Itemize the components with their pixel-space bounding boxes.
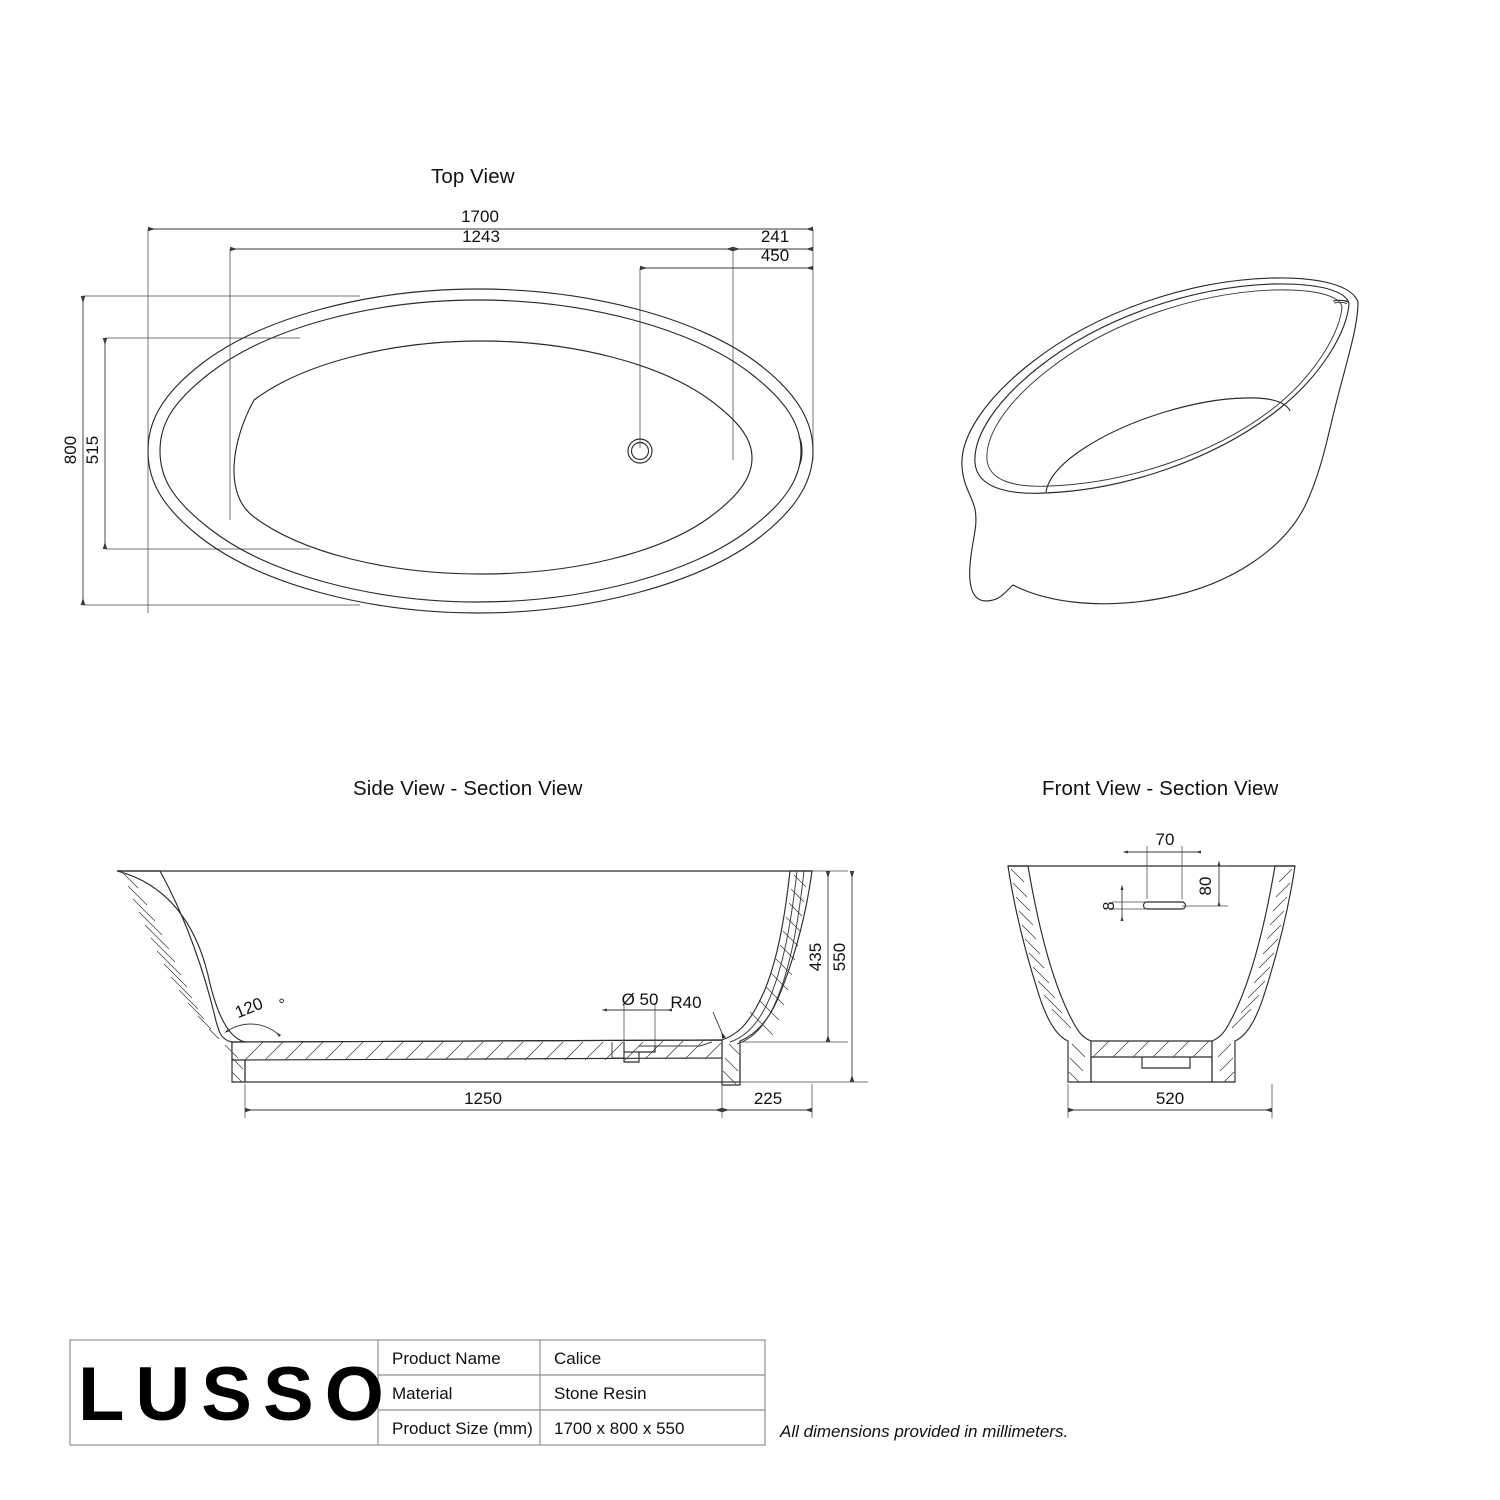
iso-rim-opening [974, 283, 1350, 494]
side-r40-leader: R40 [670, 993, 726, 1039]
front-section-group: Front View - Section View [1007, 777, 1296, 1118]
dim-label-515: 515 [83, 436, 102, 464]
front-right-wall [1211, 865, 1296, 1083]
dim-top-inner-length: 1243 [229, 227, 734, 252]
dim-front-overflow-height: 8 [1101, 884, 1147, 922]
dim-label-450: 450 [761, 246, 789, 265]
top-view-rim-inner-edge [159, 299, 802, 603]
title-block-label-material: Material [392, 1384, 452, 1403]
dim-label-225: 225 [754, 1089, 782, 1108]
side-right-wall-hatch [722, 874, 807, 1085]
iso-overflow-slot-inner [1333, 301, 1348, 305]
front-plinth [1090, 1057, 1213, 1083]
side-right-skin-line-2 [736, 870, 805, 1045]
iso-overflow-slot [1332, 299, 1349, 303]
top-view-group: Top View 1700 1243 241 [61, 165, 814, 614]
side-plinth [244, 1058, 741, 1083]
dim-top-tail-offset: 241 [732, 227, 814, 252]
dim-label-degree-symbol: ° [277, 996, 289, 1014]
dim-label-550: 550 [830, 943, 849, 971]
title-block-label-product-size: Product Size (mm) [392, 1419, 533, 1438]
title-block: LUSSO Product Name Calice Material Stone… [69, 1339, 766, 1446]
top-view-extension-lines [83, 229, 814, 613]
side-floor-slab [231, 1039, 723, 1061]
top-view-overflow-slot [798, 436, 803, 467]
front-floor-slab [1090, 1040, 1213, 1058]
front-plinth-notch [1141, 1057, 1191, 1069]
front-left-wall [1007, 865, 1092, 1083]
dim-side-rim-angle: 120 ° [224, 994, 289, 1038]
dim-top-overall-width: 800 [61, 295, 86, 606]
title-block-value-product-name: Calice [554, 1349, 601, 1368]
top-view-outer-rim [147, 288, 814, 614]
dim-label-1243: 1243 [462, 227, 500, 246]
front-right-wall-hatch [1217, 868, 1293, 1083]
dim-label-r40: R40 [670, 993, 701, 1012]
side-right-skin-line-1 [729, 870, 798, 1043]
dim-label-8: 8 [1101, 901, 1118, 910]
dim-side-drain-diameter: Ø 50 [601, 990, 673, 1046]
dim-top-overall-length: 1700 [147, 207, 814, 232]
top-view-title: Top View [431, 165, 515, 188]
iso-body-outline [961, 277, 1359, 605]
side-section-group: Side View - Section View [116, 777, 868, 1118]
dim-front-base-width: 520 [1067, 1084, 1273, 1118]
dim-side-floor-length: 1250 225 [244, 1084, 813, 1118]
front-section-title: Front View - Section View [1042, 777, 1279, 800]
dim-label-1700: 1700 [461, 207, 499, 226]
dim-label-241: 241 [761, 227, 789, 246]
side-right-wall [721, 870, 813, 1086]
iso-interior-basin [1045, 397, 1291, 493]
front-floor-hatch [1092, 1040, 1210, 1058]
dim-label-435: 435 [806, 943, 825, 971]
dim-label-520: 520 [1156, 1089, 1184, 1108]
title-block-value-material: Stone Resin [554, 1384, 647, 1403]
dim-side-inner-height: 435 [740, 870, 848, 1043]
dim-label-800: 800 [61, 436, 80, 464]
side-left-wall-hatch [122, 872, 244, 1083]
units-note: All dimensions provided in millimeters. [779, 1422, 1068, 1441]
side-basin-floor-line [231, 1039, 723, 1043]
dim-side-overall-height: 550 [740, 870, 868, 1083]
side-floor-hatch [244, 1040, 722, 1061]
front-left-wall-hatch [1010, 868, 1086, 1083]
dim-label-1250: 1250 [464, 1089, 502, 1108]
side-drain-boss [611, 1041, 713, 1063]
title-block-frame [69, 1339, 766, 1446]
front-overflow-slot [1142, 901, 1187, 910]
dim-front-overflow-width: 70 [1122, 830, 1202, 899]
title-block-label-product-name: Product Name [392, 1349, 501, 1368]
side-section-title: Side View - Section View [353, 777, 583, 800]
title-block-value-product-size: 1700 x 800 x 550 [554, 1419, 684, 1438]
top-view-drain [627, 438, 653, 464]
dim-label-70: 70 [1156, 830, 1175, 849]
lusso-logo: LUSSO [78, 1352, 395, 1437]
iso-rim-thickness-line [986, 289, 1343, 487]
dim-top-drain-offset: 450 [639, 246, 814, 271]
top-view-basin-edge [233, 340, 753, 575]
iso-view-group [961, 277, 1359, 605]
dim-label-80: 80 [1196, 877, 1215, 896]
dim-label-d50: Ø 50 [622, 990, 659, 1009]
dim-front-overflow-depth: 80 [1182, 860, 1228, 907]
dim-label-120: 120 [232, 994, 265, 1022]
dim-top-inner-width: 515 [83, 337, 108, 550]
